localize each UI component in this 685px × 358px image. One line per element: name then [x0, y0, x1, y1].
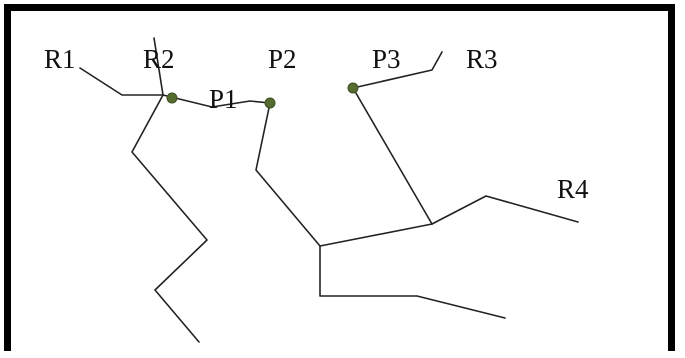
branch-r4: [431, 195, 579, 225]
branch-p1-p2: [162, 94, 271, 108]
node-p3: [347, 82, 359, 94]
branch-p3-down: [352, 87, 433, 225]
label-r1: R1: [44, 44, 76, 74]
branch-p3-r3: [352, 51, 443, 89]
node-p2: [264, 97, 276, 109]
diagram-frame: [4, 4, 675, 351]
label-r4: R4: [557, 174, 589, 204]
branch-lower-right: [319, 245, 506, 319]
label-p1: P1: [209, 84, 238, 114]
node-p1: [166, 92, 178, 104]
label-p2: P2: [268, 44, 297, 74]
label-r3: R3: [466, 44, 498, 74]
label-p3: P3: [372, 44, 401, 74]
branch-middle: [319, 223, 433, 247]
label-r2: R2: [143, 44, 175, 74]
branch-p2-down: [255, 102, 321, 247]
branch-r2-lower: [131, 94, 208, 343]
branch-r2: [153, 37, 164, 96]
branch-r1: [79, 67, 164, 96]
